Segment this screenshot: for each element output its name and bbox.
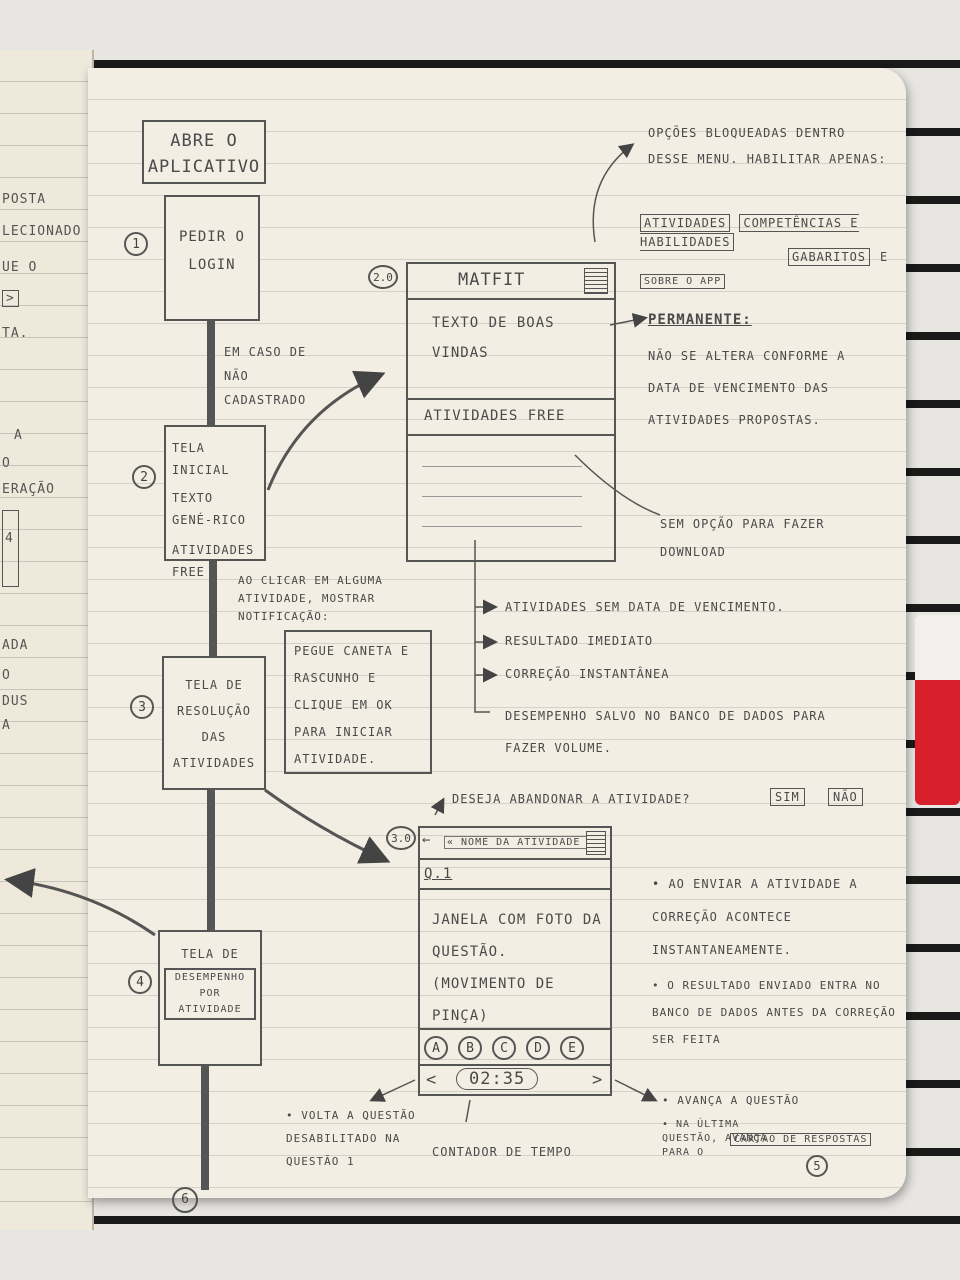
- left-fragment: O: [2, 668, 11, 683]
- step-number: 1: [124, 232, 148, 256]
- left-fragment: UE O: [2, 260, 38, 275]
- note-on-click: AO CLICAR EM ALGUMA ATIVIDADE, MOSTRAR N…: [238, 574, 383, 623]
- left-fragment: >: [2, 290, 19, 307]
- question-number: Q.1: [424, 866, 453, 882]
- screen20-wireframe: MATFIT TEXTO DE BOAS VINDAS ATIVIDADES F…: [406, 262, 616, 562]
- step-number: 6: [172, 1187, 198, 1213]
- answer-card-box: CARTÃO DE RESPOSTAS: [730, 1133, 872, 1146]
- option-e[interactable]: E: [560, 1036, 584, 1060]
- step2-line3: ATIVIDADES FREE: [172, 543, 255, 579]
- left-fragment: O: [2, 456, 11, 471]
- step1-login-box: PEDIR O LOGIN: [164, 195, 260, 321]
- option-d[interactable]: D: [526, 1036, 550, 1060]
- activity-row[interactable]: [422, 482, 582, 497]
- no-download-note: SEM OPÇÃO PARA FAZER DOWNLOAD: [660, 517, 825, 559]
- enabled-options: ATIVIDADES COMPETÊNCIAS E HABILIDADES: [640, 212, 900, 251]
- question-image-window[interactable]: JANELA COM FOTO DA QUESTÃO. (MOVIMENTO D…: [432, 912, 602, 1024]
- activity-row[interactable]: [422, 452, 582, 467]
- note-last: • NA ÚLTIMA QUESTÃO, AVANÇA PARA O: [662, 1119, 768, 1158]
- screen-number: 3.0: [386, 826, 416, 850]
- option-competencias: COMPETÊNCIAS E HABILIDADES: [640, 214, 859, 251]
- note-timer: CONTADOR DE TEMPO: [432, 1145, 572, 1159]
- feature-item: CORREÇÃO INSTANTÂNEA: [505, 667, 670, 681]
- step2-line1: TELA INICIAL: [172, 441, 230, 477]
- note-advance: • AVANÇA A QUESTÃO: [662, 1094, 800, 1107]
- step-number: 5: [806, 1155, 828, 1177]
- step3-label: TELA DE RESOLUÇÃO DAS ATIVIDADES: [172, 678, 256, 770]
- option-a[interactable]: A: [424, 1036, 448, 1060]
- note-not-registered: EM CASO DE NÃO CADASTRADO: [224, 345, 307, 407]
- eraser: [905, 615, 960, 805]
- option-gabaritos: GABARITOS: [788, 248, 871, 266]
- abandon-no-button[interactable]: NÃO: [828, 788, 863, 806]
- start-label: ABRE O APLICATIVO: [147, 131, 261, 177]
- notification-text: PEGUE CANETA E RASCUNHO E CLIQUE EM OK P…: [294, 644, 410, 766]
- abandon-yes-button[interactable]: SIM: [770, 788, 805, 806]
- note-send: • AO ENVIAR A ATIVIDADE A CORREÇÃO ACONT…: [652, 877, 858, 957]
- left-fragment: ERAÇÃO: [2, 482, 55, 497]
- screen30-wireframe: ← « NOME DA ATIVIDADE » Q.1 JANELA COM F…: [418, 826, 612, 1096]
- hamburger-menu-icon[interactable]: [586, 831, 606, 855]
- left-fragment: ADA: [2, 638, 29, 653]
- option-c[interactable]: C: [492, 1036, 516, 1060]
- activity-name: « NOME DA ATIVIDADE »: [444, 836, 598, 849]
- screen20-title: MATFIT: [458, 270, 526, 290]
- step4-performance-box: TELA DE DESEMPENHO POR ATIVIDADE: [158, 930, 262, 1066]
- answer-options: A B C D E: [424, 1036, 584, 1060]
- option-atividades: ATIVIDADES: [640, 214, 731, 232]
- note-result: • O RESULTADO ENVIADO ENTRA NO BANCO DE …: [652, 979, 896, 1046]
- notification-box: PEGUE CANETA E RASCUNHO E CLIQUE EM OK P…: [284, 630, 432, 774]
- feature-item: DESEMPENHO SALVO NO BANCO DE DADOS PARA …: [505, 709, 826, 755]
- next-question-button[interactable]: >: [592, 1070, 604, 1090]
- left-fragment: LECIONADO: [2, 224, 82, 239]
- screen20-section-bar: ATIVIDADES FREE: [408, 398, 614, 436]
- step1-label: PEDIR O LOGIN: [178, 229, 245, 273]
- activity-row[interactable]: [422, 512, 582, 527]
- prev-question-button[interactable]: <: [426, 1070, 438, 1090]
- left-notebook-page: POSTA LECIONADO UE O > TA. A O ERAÇÃO 4 …: [0, 50, 94, 1230]
- step-number: 2: [132, 465, 156, 489]
- left-fragment: A: [14, 428, 23, 443]
- feature-item: ATIVIDADES SEM DATA DE VENCIMENTO.: [505, 600, 785, 614]
- step4-label1: TELA DE: [181, 947, 239, 961]
- left-fragment: 4: [2, 510, 19, 587]
- back-arrow-icon[interactable]: ←: [422, 832, 432, 848]
- left-fragment: TA.: [2, 326, 29, 341]
- step4-label2: DESEMPENHO POR ATIVIDADE: [164, 968, 256, 1020]
- screen-number: 2.0: [368, 265, 398, 289]
- left-fragment: A: [2, 718, 11, 733]
- feature-item: RESULTADO IMEDIATO: [505, 634, 654, 648]
- step-number: 4: [128, 970, 152, 994]
- option-b[interactable]: B: [458, 1036, 482, 1060]
- note-menu-options: OPÇÕES BLOQUEADAS DENTRO DESSE MENU. HAB…: [648, 126, 887, 166]
- start-box: ABRE O APLICATIVO: [142, 120, 266, 184]
- screen20-section-label: ATIVIDADES FREE: [424, 408, 566, 424]
- step2-line2: TEXTO GENÉ-RICO: [172, 491, 247, 527]
- option-sobre: SOBRE O APP: [640, 274, 726, 289]
- timer: 02:35: [456, 1068, 539, 1090]
- left-fragment: POSTA: [2, 192, 47, 207]
- screen20-header: MATFIT: [408, 264, 614, 300]
- permanent-label: PERMANENTE:: [648, 312, 752, 328]
- hamburger-menu-icon[interactable]: [584, 268, 608, 294]
- permanent-text: NÃO SE ALTERA CONFORME A DATA DE VENCIME…: [648, 349, 846, 427]
- screen20-welcome: TEXTO DE BOAS VINDAS: [432, 315, 555, 361]
- step3-resolution-box: TELA DE RESOLUÇÃO DAS ATIVIDADES: [162, 656, 266, 790]
- nav-bar: < 02:35 >: [420, 1064, 610, 1096]
- abandon-question: DESEJA ABANDONAR A ATIVIDADE?: [452, 792, 691, 806]
- screen30-header: ← « NOME DA ATIVIDADE »: [420, 828, 610, 860]
- note-back: • VOLTA A QUESTÃO DESABILITADO NA QUESTÃ…: [286, 1109, 416, 1168]
- step-number: 3: [130, 695, 154, 719]
- step2-home-box: TELA INICIAL TEXTO GENÉ-RICO ATIVIDADES …: [164, 425, 266, 579]
- left-fragment: DUS: [2, 694, 29, 709]
- and-text: E: [880, 250, 889, 264]
